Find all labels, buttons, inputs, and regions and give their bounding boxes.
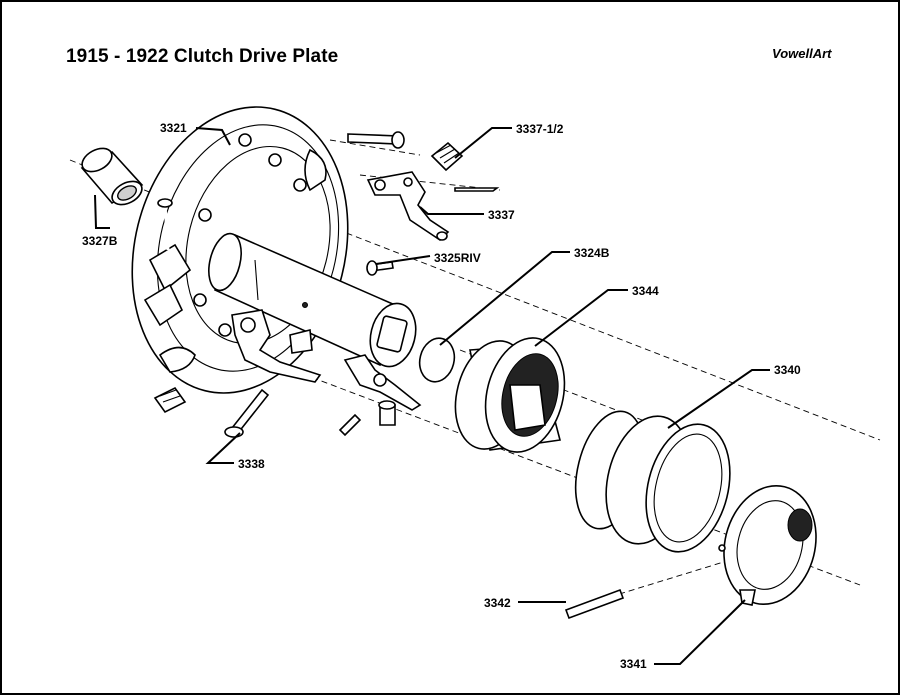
label-3344: 3344 <box>632 284 659 298</box>
label-3337: 3337 <box>488 208 515 222</box>
label-3341: 3341 <box>620 657 647 671</box>
part-3324b-disc <box>418 337 456 383</box>
label-3327b: 3327B <box>82 234 118 248</box>
label-3342: 3342 <box>484 596 511 610</box>
part-3337-finger <box>366 171 500 242</box>
part-3342-rod <box>564 588 625 620</box>
part-3338-pin <box>224 388 270 438</box>
brand-credit: VowellArt <box>772 46 832 61</box>
part-3327b-bushing <box>80 147 144 206</box>
lower-springs <box>153 386 396 426</box>
label-3321: 3321 <box>160 121 187 135</box>
top-pin <box>347 131 405 149</box>
part-3325riv-rivet <box>366 260 394 276</box>
part-3341-collar <box>718 484 817 606</box>
hub-tube <box>208 232 417 368</box>
part-3344-drum <box>454 337 566 453</box>
part-labels: 3321 3327B 3337-1/2 3337 3325RIV 3324B 3… <box>82 121 801 671</box>
lower-fingers <box>231 259 422 437</box>
part-3337-half-spring <box>430 141 464 172</box>
diagram-title: 1915 - 1922 Clutch Drive Plate <box>66 46 339 67</box>
label-3340: 3340 <box>774 363 801 377</box>
plate-pin <box>157 198 173 251</box>
label-3338: 3338 <box>238 457 265 471</box>
part-3340-rings <box>574 410 731 553</box>
label-3324b: 3324B <box>574 246 610 260</box>
label-3325riv: 3325RIV <box>434 251 481 265</box>
label-3337-half: 3337-1/2 <box>516 122 564 136</box>
leader-lines <box>94 127 770 665</box>
